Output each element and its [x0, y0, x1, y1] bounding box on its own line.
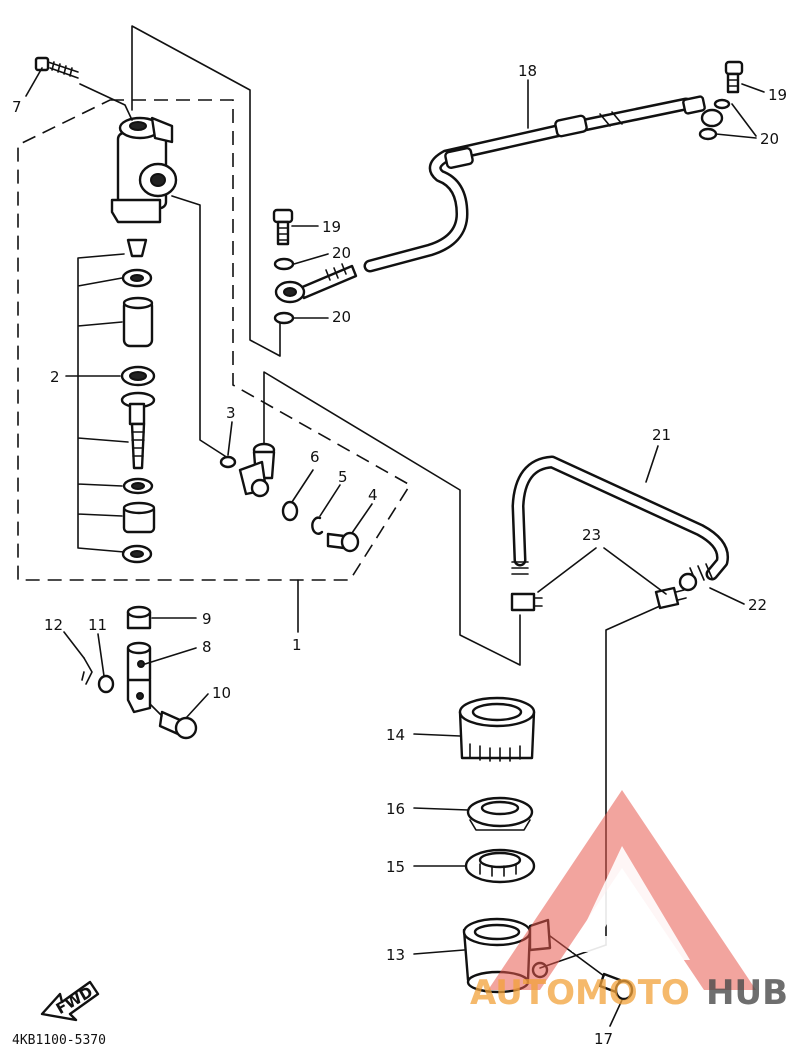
- part-code: 4KB1100-5370: [12, 1033, 106, 1048]
- washer-20-c: [713, 98, 731, 110]
- callout-9: 9: [202, 610, 212, 628]
- internal-parts-stack: [120, 238, 156, 564]
- leader-7: [25, 67, 43, 97]
- callout-14: 14: [386, 726, 405, 744]
- leader-6: [291, 469, 314, 503]
- diaphragm-15: [464, 848, 536, 884]
- leader-20-a: [293, 253, 329, 265]
- washer-20-b: [273, 311, 295, 325]
- leader-13: [413, 949, 465, 955]
- washer-20-a: [273, 257, 295, 271]
- bolt-19-lower: [272, 208, 294, 246]
- leader-16: [413, 807, 469, 811]
- washer-6: [281, 500, 299, 522]
- callout-11: 11: [88, 616, 107, 634]
- callout-17: 17: [594, 1030, 613, 1048]
- watermark-brand-part2: HUB: [706, 973, 788, 1013]
- bolt-7: [34, 56, 79, 79]
- watermark-logo: AUTOMOTO HUB: [470, 790, 788, 1013]
- leader-7b: [79, 83, 133, 121]
- washer-11: [97, 674, 115, 694]
- callout-21: 21: [652, 426, 671, 444]
- leader-3: [227, 421, 233, 456]
- link-body-to-hose: [131, 25, 281, 357]
- callout-3: 3: [226, 404, 236, 422]
- callout-10: 10: [212, 684, 231, 702]
- master-cylinder-body: [110, 116, 178, 224]
- union-fitting: [238, 442, 276, 498]
- leader-11: [97, 633, 105, 677]
- callout-22: 22: [748, 596, 767, 614]
- callout-16: 16: [386, 800, 405, 818]
- bolt-19-upper: [724, 60, 744, 94]
- callout-1: 1: [292, 636, 302, 654]
- hose-clip-23-a: [510, 592, 543, 612]
- callout-7: 7: [12, 98, 22, 116]
- callout-6: 6: [310, 448, 320, 466]
- callout-2: 2: [50, 368, 60, 386]
- callout-20-upper: 20: [760, 130, 779, 148]
- callout-18: 18: [518, 62, 537, 80]
- washer-20-d: [698, 127, 718, 141]
- callout-20-mid: 20: [332, 244, 351, 262]
- cotter-pin-12: [81, 657, 93, 685]
- callout-19-upper: 19: [768, 86, 787, 104]
- clevis-8: [126, 641, 152, 714]
- callout-12: 12: [44, 616, 63, 634]
- callout-23: 23: [582, 526, 601, 544]
- leader-5: [319, 484, 341, 517]
- pin-10: [149, 703, 198, 740]
- leader-19-upper: [741, 83, 765, 93]
- watermark-brand-part1: AUTOMOTO: [470, 973, 690, 1013]
- leader-23: [537, 547, 667, 595]
- diaphragm-plate-16: [466, 796, 534, 831]
- callout-20-lower: 20: [332, 308, 351, 326]
- leader-14: [413, 733, 461, 737]
- leader-8: [144, 647, 197, 665]
- callout-15: 15: [386, 858, 405, 876]
- leader-4: [351, 503, 373, 534]
- link-body-to-union: [171, 195, 229, 459]
- link-union-to-boundary: [263, 371, 521, 666]
- fwd-label: FWD: [53, 983, 96, 1018]
- leader-22: [709, 587, 745, 605]
- leader-20-c: [715, 103, 757, 139]
- leader-10: [185, 693, 209, 719]
- leader-12: [63, 631, 85, 659]
- callout-8: 8: [202, 638, 212, 656]
- leader-17: [609, 999, 623, 1027]
- hose-clip-23-b: [654, 586, 687, 610]
- callout-19-lower: 19: [322, 218, 341, 236]
- reservoir-hose-21: [511, 455, 730, 592]
- brake-hose-18: [274, 95, 724, 304]
- fwd-arrow-icon: FWD: [40, 980, 100, 1022]
- assembly-1-boundary: [17, 99, 412, 581]
- screw-4: [326, 531, 360, 553]
- callout-13: 13: [386, 946, 405, 964]
- reservoir-cap-14: [458, 696, 536, 762]
- callout-5: 5: [338, 468, 348, 486]
- nut-9: [126, 605, 152, 630]
- clip-5: [311, 516, 324, 535]
- callout-4: 4: [368, 486, 378, 504]
- bracket-2: [77, 253, 129, 553]
- o-ring-3: [219, 455, 237, 469]
- leader-21: [645, 445, 659, 483]
- screw-17: [598, 972, 634, 1001]
